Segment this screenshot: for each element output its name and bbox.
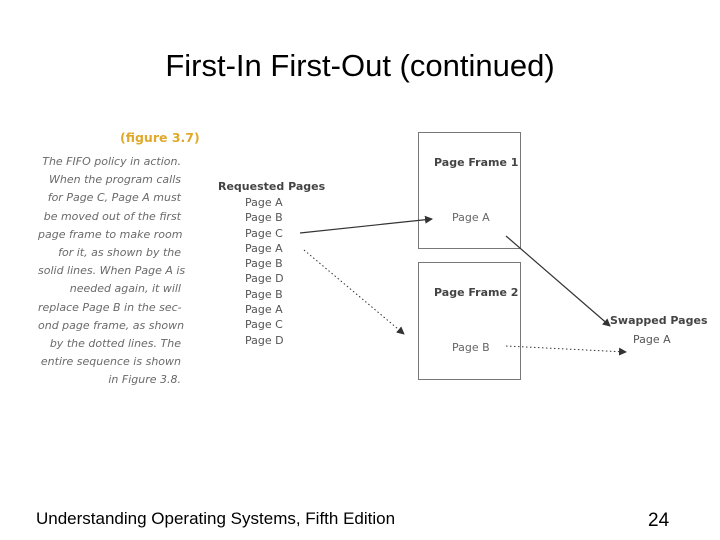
requested-page: Page A [245, 241, 283, 255]
page-frame-1-content: Page A [452, 211, 490, 224]
page-frame-1-title: Page Frame 1 [434, 156, 519, 169]
swapped-pages-heading: Swapped Pages [610, 314, 708, 327]
requested-page: Page B [245, 287, 283, 301]
page-frame-2-content: Page B [452, 341, 490, 354]
caption-line: replace Page B in the sec- [38, 300, 182, 314]
footer-text: Understanding Operating Systems, Fifth E… [36, 509, 396, 528]
caption-line: in Figure 3.8. [108, 373, 181, 387]
caption-line: needed again, it will [69, 282, 181, 296]
caption-line: for Page C, Page A must [47, 191, 181, 205]
caption-line: The FIFO policy in action. [42, 155, 181, 168]
requested-page: Page D [245, 333, 284, 347]
dotted-arrow-to-frame-2 [303, 249, 405, 335]
requested-page: Page A [245, 303, 283, 317]
requested-page: Page B [245, 211, 283, 225]
requested-pages-list: Page A Page B Page C Page A Page B Page … [245, 195, 284, 348]
solid-arrow-to-swapped [505, 235, 611, 327]
requested-page: Page C [245, 226, 283, 240]
caption-line: page frame to make room [38, 227, 183, 241]
slide-title: First-In First-Out (continued) [165, 48, 555, 83]
figure-caption: The FIFO policy in action. When the prog… [38, 153, 186, 390]
caption-line: solid lines. When Page A is [38, 264, 186, 278]
caption-line: by the dotted lines. The [49, 337, 181, 351]
page-number: 24 [648, 510, 670, 531]
page-frame-2 [418, 262, 521, 380]
requested-page: Page C [245, 318, 283, 332]
dotted-arrow-to-swapped [505, 345, 627, 356]
requested-page: Page B [245, 257, 283, 271]
solid-arrow-to-frame-1 [299, 215, 433, 234]
swapped-page: Page A [633, 333, 671, 346]
requested-page: Page A [245, 196, 283, 209]
caption-line: When the program calls [49, 173, 181, 187]
requested-pages-heading: Requested Pages [218, 180, 326, 193]
caption-line: ond page frame, as shown [38, 318, 185, 332]
caption-line: be moved out of the first [43, 209, 181, 223]
page-frame-1 [418, 132, 521, 249]
requested-page: Page D [245, 272, 284, 286]
page-frame-2-title: Page Frame 2 [434, 286, 519, 299]
caption-line: for it, as shown by the [58, 246, 181, 260]
figure-label: (figure 3.7) [120, 130, 200, 145]
caption-line: entire sequence is shown [40, 355, 181, 369]
